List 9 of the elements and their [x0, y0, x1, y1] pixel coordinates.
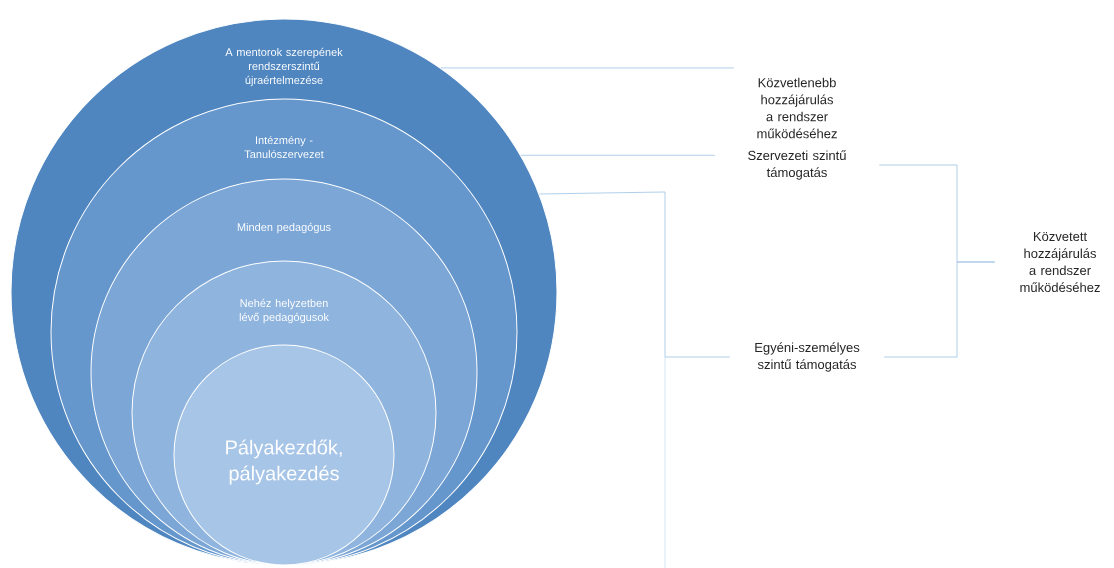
connector-line	[538, 191, 731, 358]
caption-text: Közvetlenebb hozzájárulás a rendszer működéséhez	[757, 77, 837, 139]
caption-text: Egyéni-személyes szintű támogatás	[755, 342, 860, 372]
connector-line	[883, 261, 996, 358]
connector-line	[520, 154, 716, 156]
caption-text: Szervezeti szintű támogatás	[748, 150, 846, 180]
caption-text: Közvetett hozzájárulás a rendszer működéséhez	[1020, 231, 1100, 293]
circle-layer: Pályakezdők, pályakezdés	[173, 344, 395, 566]
connector-line	[440, 67, 735, 69]
